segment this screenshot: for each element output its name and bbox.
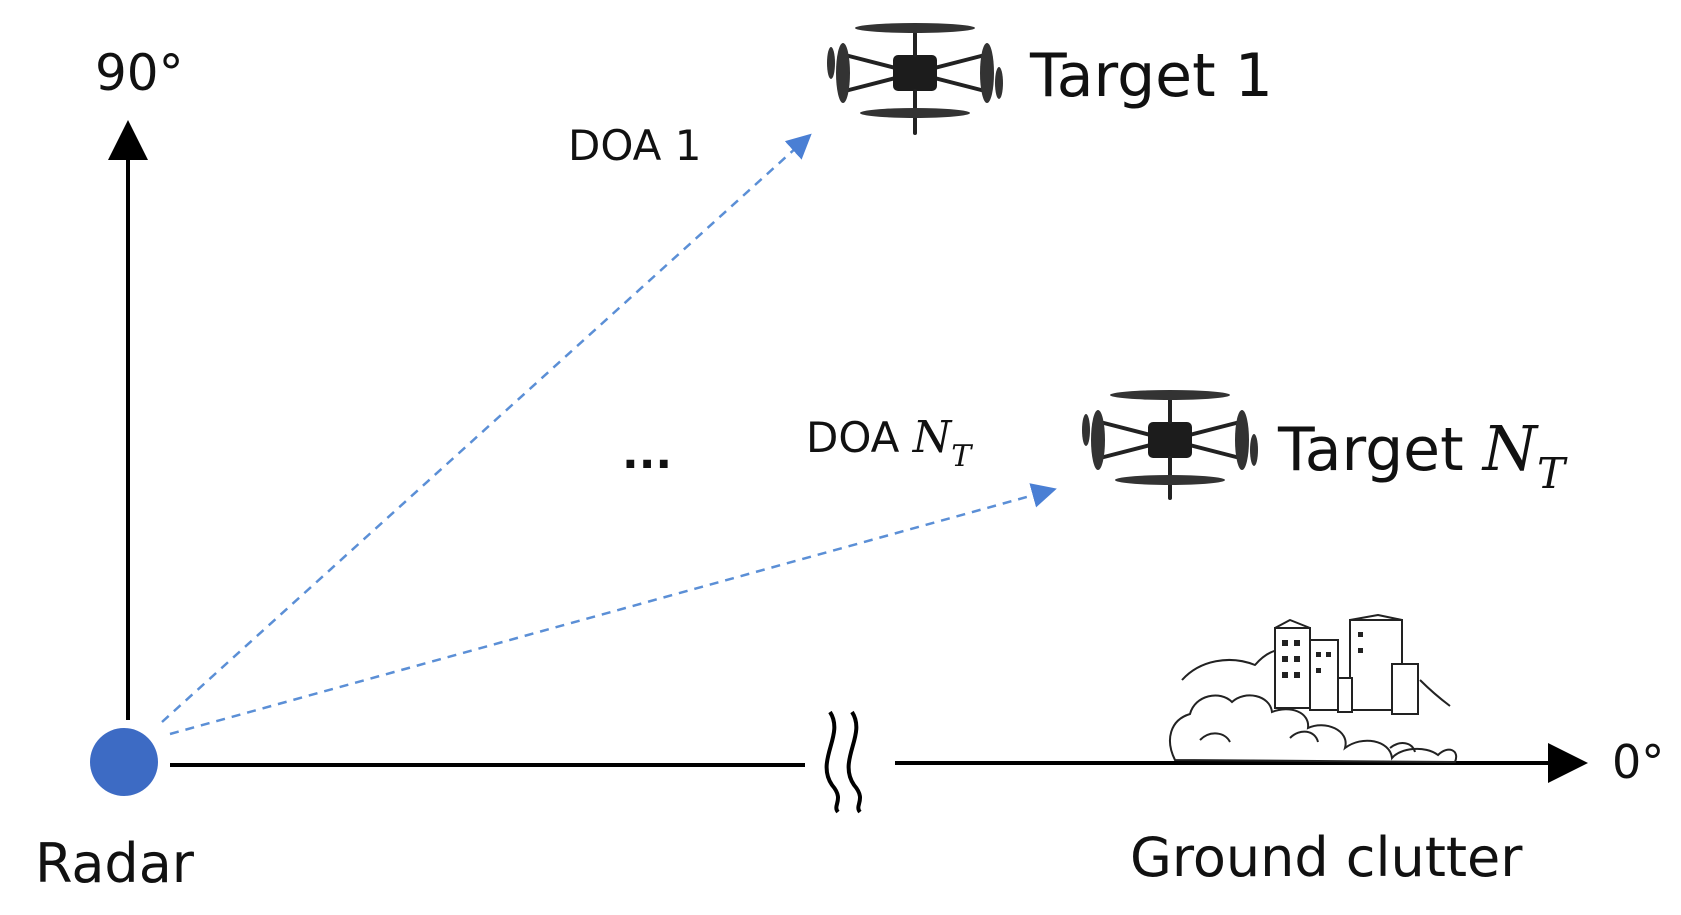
doa-n-ray xyxy=(169,483,1057,736)
doa-1-label: DOA 1 xyxy=(568,121,701,170)
radar-icon xyxy=(90,728,158,796)
ground-clutter-icon xyxy=(1169,614,1458,764)
axis-0-label: 0° xyxy=(1612,735,1664,789)
doa-1-ray xyxy=(161,133,812,723)
target-n-label: Target NT xyxy=(1277,412,1568,498)
ground-clutter-label: Ground clutter xyxy=(1130,826,1523,889)
doa-n-label: DOA NT xyxy=(806,412,973,474)
radar-label: Radar xyxy=(35,832,195,895)
axis-90-label: 90° xyxy=(95,44,184,102)
axis-break-icon xyxy=(824,710,863,814)
ellipsis: ... xyxy=(622,428,672,479)
drone-n-icon xyxy=(1082,390,1258,500)
target-1-label: Target 1 xyxy=(1029,41,1273,111)
drone-1-icon xyxy=(827,23,1003,135)
